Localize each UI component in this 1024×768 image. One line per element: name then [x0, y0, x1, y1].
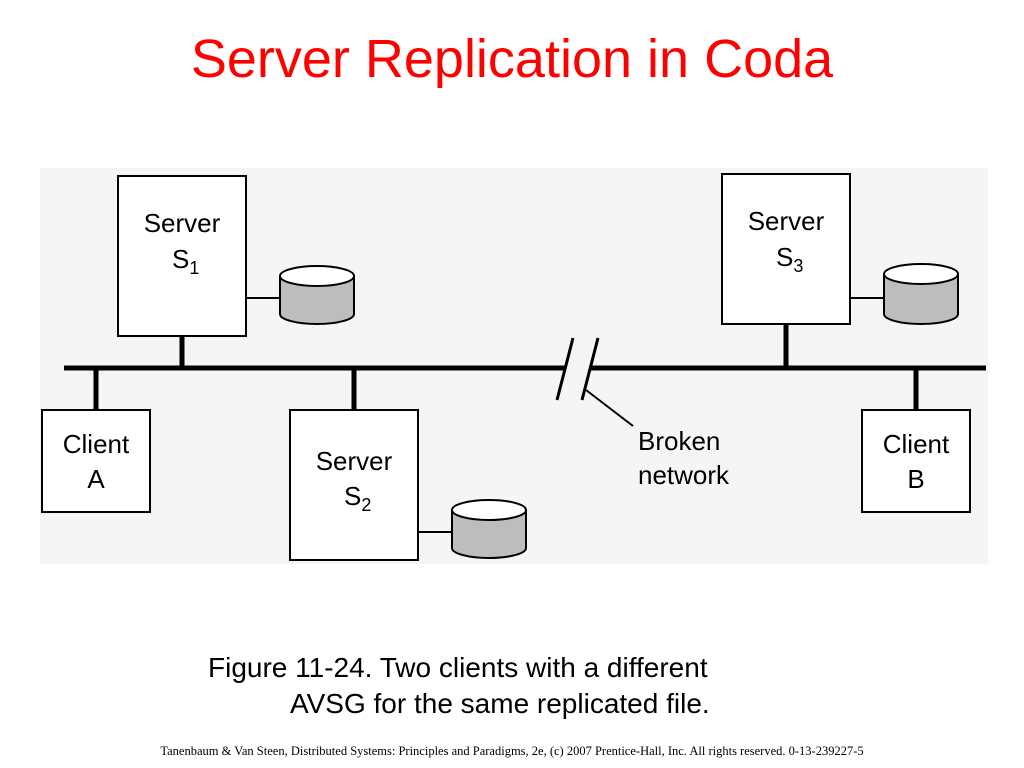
figure-caption: Figure 11-24. Two clients with a differe… [208, 650, 848, 722]
server-s3-name: S3 [776, 242, 803, 276]
break-mark [555, 337, 600, 401]
server-s2: Server S2 [289, 368, 527, 561]
broken-network-line2: network [638, 460, 730, 490]
server-s3-label: Server [748, 206, 825, 236]
broken-network-pointer [585, 389, 634, 427]
client-b: Client B [861, 368, 971, 513]
disk-icon [451, 499, 527, 559]
disk-icon [883, 263, 959, 325]
client-a-line1: Client [63, 429, 130, 459]
caption-line2: AVSG for the same replicated file. [290, 688, 710, 719]
server-s1: Server S1 [117, 175, 355, 368]
client-b-line1: Client [883, 429, 950, 459]
diagram-svg: Server S1 Server S3 Client A [41, 173, 986, 561]
server-s1-label: Server [144, 208, 221, 238]
caption-line1: Figure 11-24. Two clients with a differe… [208, 652, 708, 683]
client-b-line2: B [907, 464, 924, 494]
client-a-line2: A [87, 464, 105, 494]
diagram-figure: Server S1 Server S3 Client A [40, 168, 988, 564]
disk-icon [279, 265, 355, 325]
server-s1-name: S1 [172, 244, 199, 278]
page-title: Server Replication in Coda [190, 29, 834, 89]
client-a: Client A [41, 368, 151, 513]
footer-copyright: Tanenbaum & Van Steen, Distributed Syste… [160, 744, 864, 758]
server-s2-name: S2 [344, 481, 371, 515]
server-s3: Server S3 [721, 173, 959, 368]
server-s2-label: Server [316, 446, 393, 476]
broken-network-line1: Broken [638, 426, 720, 456]
